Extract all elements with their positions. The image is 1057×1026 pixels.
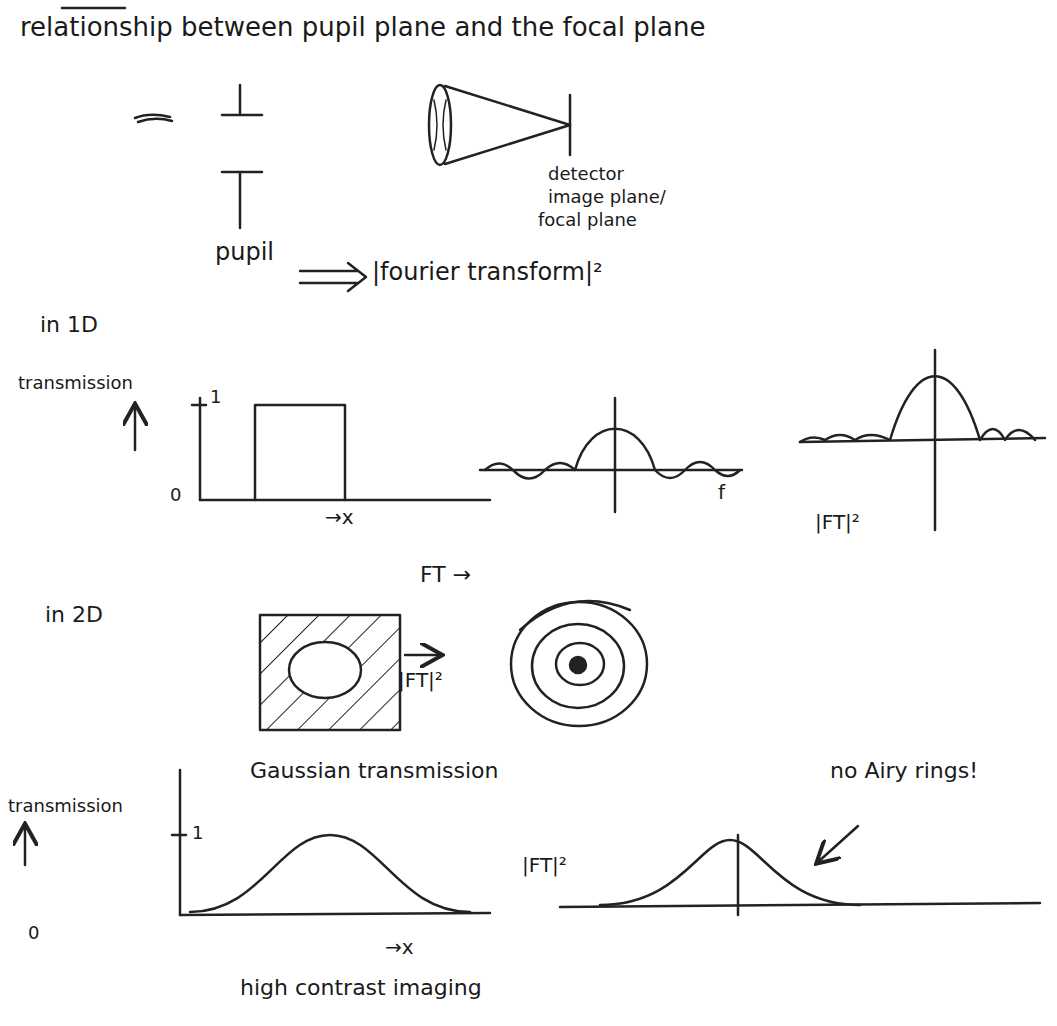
airy-ring	[511, 602, 647, 726]
tick	[192, 404, 206, 407]
note: FT →	[420, 562, 471, 588]
axis-label: transmission	[18, 372, 133, 394]
axis	[180, 913, 490, 915]
detector-line	[569, 95, 572, 155]
pupil-hole	[289, 642, 361, 698]
pupil-stop-bottom	[222, 172, 262, 228]
part-label: image plane/	[548, 186, 666, 208]
lens	[429, 85, 451, 165]
pupil-stop-top	[222, 85, 262, 115]
plot-label: |FT|²	[815, 510, 860, 534]
airy-ring	[532, 624, 624, 708]
up-arrow	[24, 826, 27, 865]
axis	[480, 469, 742, 472]
axis	[614, 398, 617, 512]
axis-label: →x	[385, 935, 414, 959]
section-label: in 1D	[40, 312, 98, 338]
plot-label: |FT|²	[398, 668, 443, 692]
part-label: detector	[548, 163, 624, 185]
part-label: pupil	[215, 238, 274, 267]
axis	[199, 398, 202, 500]
axis-label: →x	[325, 505, 354, 529]
axis-label: transmission	[8, 795, 123, 817]
sinc-squared-curve	[800, 376, 1035, 442]
up-arrow	[134, 406, 137, 450]
sinc-curve	[485, 429, 740, 479]
airy-ring	[556, 643, 604, 685]
overline	[62, 7, 125, 10]
part-label: focal plane	[538, 209, 637, 231]
airy-core	[570, 657, 586, 673]
axis	[179, 770, 182, 915]
arrow	[405, 654, 440, 657]
axis-value: 1	[210, 386, 221, 408]
note: |fourier transform|²	[372, 258, 603, 287]
ray	[445, 86, 570, 125]
source-scribble	[135, 115, 172, 122]
callout-arrow	[818, 826, 858, 862]
gaussian-curve	[190, 835, 470, 912]
axis	[737, 835, 740, 915]
axis-label: f	[718, 480, 725, 504]
implies-arrow	[300, 263, 366, 291]
ray	[445, 125, 570, 164]
lens-hatch	[434, 100, 446, 150]
title: relationship between pupil plane and the…	[20, 12, 705, 43]
section-label: in 2D	[45, 602, 103, 628]
gaussian-ft-curve	[600, 840, 860, 905]
axis-value: 1	[192, 822, 203, 844]
axis	[560, 903, 1040, 907]
plot-label: |FT|²	[522, 853, 567, 877]
axis-value: 0	[170, 484, 181, 506]
top-hat	[255, 405, 345, 500]
tick	[172, 834, 186, 837]
axis	[800, 438, 1045, 442]
pupil-mask	[260, 615, 400, 730]
plot-title: Gaussian transmission	[250, 758, 498, 784]
callout-note: no Airy rings!	[830, 758, 980, 784]
note: high contrast imaging	[240, 975, 482, 1001]
axis-value: 0	[28, 922, 39, 944]
airy-ring-stroke	[520, 601, 630, 630]
